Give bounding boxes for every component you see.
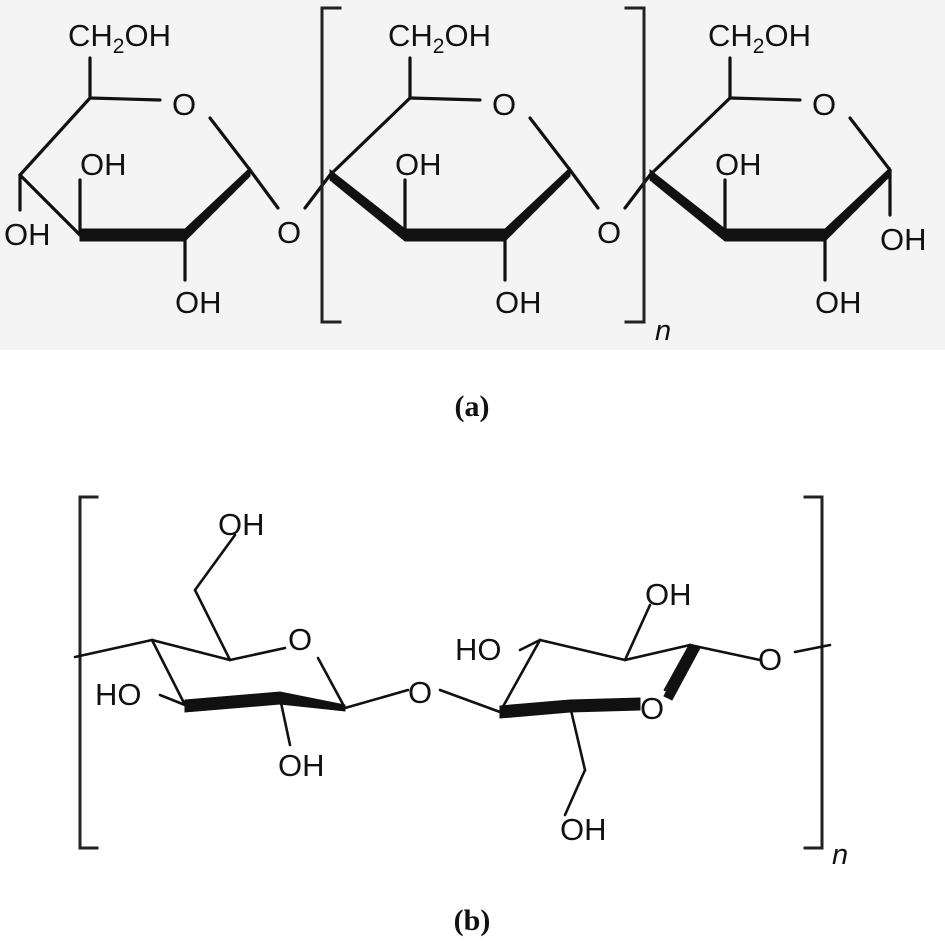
hydroxyl-a1: OH bbox=[80, 147, 127, 182]
panel-b-left-bracket bbox=[78, 495, 99, 850]
ring-2 bbox=[303, 56, 600, 282]
hydroxyl-a7: OH bbox=[815, 285, 862, 320]
hydroxyl-a8: OH bbox=[880, 222, 927, 257]
panel-a-background bbox=[0, 0, 945, 350]
panel-a-left-bracket bbox=[320, 6, 342, 324]
glycosidic-oxygen-2: O bbox=[597, 215, 621, 250]
hydroxyl-b5: OH bbox=[645, 577, 692, 612]
ring-oxygen-3: O bbox=[812, 87, 836, 122]
hydroxyl-b3: OH bbox=[278, 748, 325, 783]
hydroxyl-b1: OH bbox=[218, 507, 265, 542]
glycosidic-oxygen-b: O bbox=[408, 675, 432, 710]
ring-oxygen-1: O bbox=[172, 87, 196, 122]
hydroxyl-b4: HO bbox=[455, 632, 502, 667]
panel-a-right-bracket bbox=[624, 6, 646, 324]
caption-a: (a) bbox=[455, 390, 490, 423]
ring-oxygen-b2: O bbox=[640, 691, 664, 726]
hydroxyl-a6: OH bbox=[715, 147, 762, 182]
ring-1 bbox=[18, 56, 280, 282]
ch2oh-label-2: CH2OH bbox=[388, 18, 491, 58]
panel-a-structure: CH2OH CH2OH CH2OH O O O O O OH OH OH OH … bbox=[0, 0, 945, 350]
ch2oh-label-1: CH2OH bbox=[68, 18, 171, 58]
ring-3 bbox=[623, 56, 892, 282]
hydroxyl-b6: OH bbox=[560, 812, 607, 847]
ring-oxygen-b1: O bbox=[288, 622, 312, 657]
panel-a-repeat-n: n bbox=[655, 315, 671, 347]
hydroxyl-a2: OH bbox=[4, 217, 51, 252]
hydroxyl-a5: OH bbox=[495, 285, 542, 320]
hydroxyl-a3: OH bbox=[175, 285, 222, 320]
panel-b-repeat-n: n bbox=[832, 839, 848, 871]
hydroxyl-b2: HO bbox=[95, 677, 142, 712]
glycosidic-oxygen-1: O bbox=[277, 215, 301, 250]
panel-b-right-bracket bbox=[803, 495, 824, 850]
ring-b2 bbox=[438, 603, 832, 817]
terminal-oxygen-b: O bbox=[758, 642, 782, 677]
ch2oh-label-3: CH2OH bbox=[708, 18, 811, 58]
caption-b: (b) bbox=[454, 904, 491, 937]
ring-b1 bbox=[73, 533, 410, 747]
ring-oxygen-2: O bbox=[492, 87, 516, 122]
hydroxyl-a4: OH bbox=[395, 147, 442, 182]
panel-b-structure: OH O HO OH O HO OH O O OH n bbox=[73, 495, 848, 871]
